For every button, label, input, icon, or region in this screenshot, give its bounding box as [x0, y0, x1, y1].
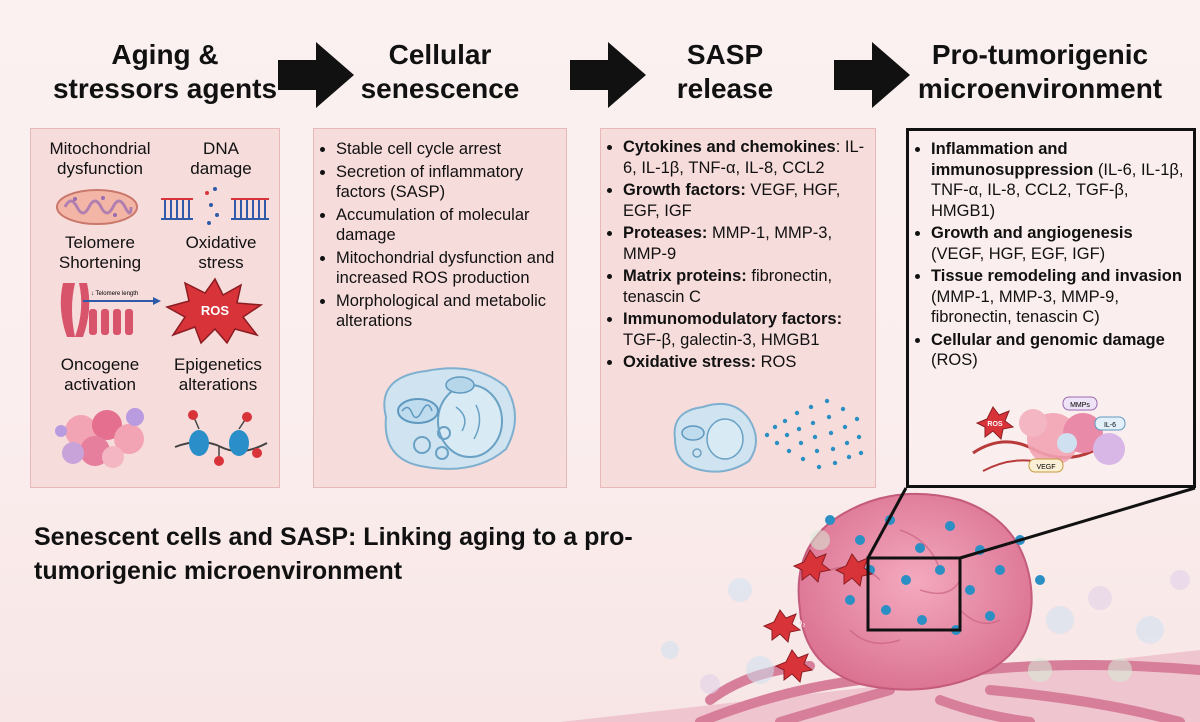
list-item: Morphological and metabolic alterations — [336, 291, 558, 332]
vegf-label: VEGF — [1036, 464, 1055, 471]
telomere-length-label: ↓ Telomere length — [91, 291, 138, 297]
sasp-secretion-icon — [673, 398, 864, 473]
mmps-label: MMPs — [1070, 402, 1090, 409]
list-item: Tissue remodeling and invasion (MMP-1, M… — [931, 266, 1187, 328]
microenvironment-icon: ROS MMPs IL-6 VEGF — [972, 396, 1126, 473]
figure-caption: Senescent cells and SASP: Linking aging … — [34, 523, 633, 585]
flow-arrow-2 — [570, 42, 646, 108]
list-item: Matrix proteins: fibronectin, tenascin C — [623, 266, 869, 307]
step-title-aging: Aging &stressors agents — [52, 39, 278, 104]
list-item: Growth and angiogenesis (VEGF, HGF, EGF,… — [931, 223, 1187, 264]
sasp-panel: Cytokines and chemokines: IL-6, IL-1β, T… — [600, 128, 876, 488]
list-item: Oxidative stress: ROS — [623, 352, 869, 373]
list-item: Cellular and genomic damage (ROS) — [931, 330, 1187, 371]
o2-label: O₂ — [796, 619, 805, 628]
tumor-cells-icon — [55, 408, 144, 468]
epigenetic-icon — [174, 410, 268, 466]
list-item: Inflammation and immunosuppression (IL-6… — [931, 139, 1187, 221]
list-item: Mitochondrial dysfunction and increased … — [336, 248, 558, 289]
ros-burst-icon: ROS — [165, 277, 264, 345]
il6-label: IL-6 — [1104, 422, 1116, 429]
list-item: Growth factors: VEGF, HGF, EGF, IGF — [623, 180, 869, 221]
chromosome-icon: ↓ Telomere length — [60, 283, 161, 337]
sasp-list: Cytokines and chemokines: IL-6, IL-1β, T… — [601, 137, 869, 373]
senescence-list: Stable cell cycle arrest Secretion of in… — [314, 139, 558, 332]
flow-arrow-1 — [278, 42, 354, 108]
list-item: Stable cell cycle arrest — [336, 139, 558, 160]
micro-ros-label: ROS — [987, 421, 1003, 428]
senescent-cell-icon — [383, 367, 516, 470]
tumor-illustration: O₂ — [560, 492, 1200, 722]
senescence-panel: Stable cell cycle arrest Secretion of in… — [313, 128, 567, 488]
dna-break-icon — [161, 187, 269, 225]
list-item: Cytokines and chemokines: IL-6, IL-1β, T… — [623, 137, 869, 178]
ros-label: ROS — [201, 303, 230, 318]
flow-arrow-3 — [834, 42, 910, 108]
list-item: Proteases: MMP-1, MMP-3, MMP-9 — [623, 223, 869, 264]
microenvironment-panel: Inflammation and immunosuppression (IL-6… — [906, 128, 1196, 488]
list-item: Immunomodulatory factors: TGF-β, galecti… — [623, 309, 869, 350]
microenvironment-list: Inflammation and immunosuppression (IL-6… — [909, 139, 1187, 371]
mitochondrion-icon — [56, 189, 138, 225]
list-item: Accumulation of molecular damage — [336, 205, 558, 246]
list-item: Secretion of inflammatory factors (SASP) — [336, 162, 558, 203]
